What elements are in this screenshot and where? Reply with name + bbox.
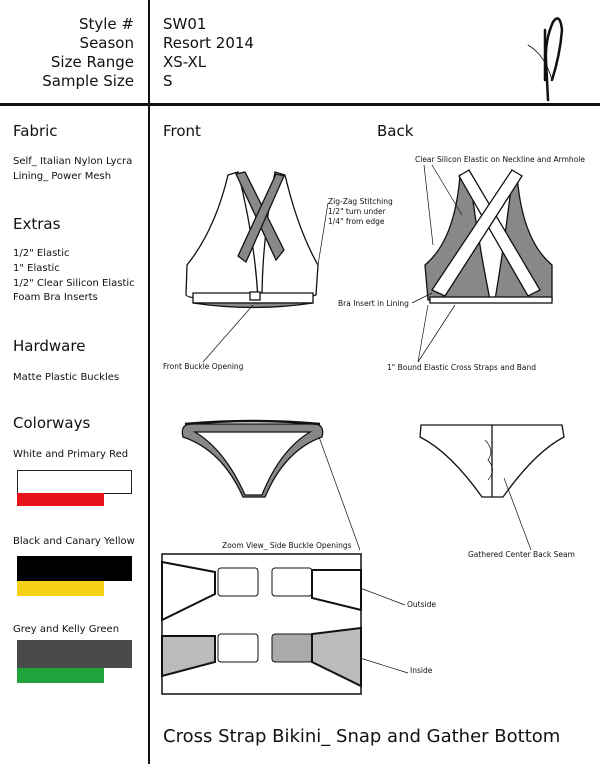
- size-range-value: XS-XL: [163, 53, 207, 71]
- document-title: Cross Strap Bikini_ Snap and Gather Bott…: [163, 726, 561, 747]
- note-line: 1/4" from edge: [328, 217, 385, 226]
- sample-size-label: Sample Size: [42, 72, 134, 90]
- outside-note: Outside: [407, 600, 436, 609]
- extras-item: 1/2" Clear Silicon Elastic: [13, 278, 135, 289]
- colorway-main-swatch: [17, 640, 132, 668]
- gathered-seam-note: Gathered Center Back Seam: [468, 550, 575, 559]
- clear-silicon-note: Clear Silicon Elastic on Neckline and Ar…: [415, 155, 585, 164]
- back-top-sketch: [424, 169, 553, 304]
- fabric-item: Self_ Italian Nylon Lycra: [13, 156, 133, 167]
- back-bottom-sketch: [419, 424, 565, 498]
- front-buckle-note: Front Buckle Opening: [163, 362, 244, 371]
- fabric-item: Lining_ Power Mesh: [13, 171, 112, 182]
- bound-elastic-note: 1" Bound Elastic Cross Straps and Band: [387, 363, 536, 372]
- style-value: SW01: [163, 15, 207, 33]
- style-label: Style #: [78, 15, 134, 33]
- colorway-accent-swatch: [17, 668, 104, 683]
- vertical-divider: [148, 0, 150, 764]
- extras-item: Foam Bra Inserts: [13, 292, 98, 303]
- colorways-heading: Colorways: [13, 414, 91, 432]
- fabric-heading: Fabric: [13, 122, 58, 140]
- colorway-name: Grey and Kelly Green: [13, 624, 120, 635]
- leader-lines: [202, 164, 532, 674]
- note-line: Zig-Zag Stitching: [328, 197, 393, 206]
- front-bottom-sketch: [181, 419, 324, 498]
- hardware-item: Matte Plastic Buckles: [13, 372, 120, 383]
- bra-insert-note: Bra Insert in Lining: [338, 299, 409, 308]
- hardware-heading: Hardware: [13, 337, 86, 355]
- colorway-accent-swatch: [17, 581, 104, 596]
- colorway-name: White and Primary Red: [13, 449, 129, 460]
- extras-item: 1" Elastic: [13, 263, 60, 274]
- colorway-main-swatch: [17, 556, 132, 581]
- zoom-view-box: [161, 553, 362, 695]
- season-value: Resort 2014: [163, 34, 254, 52]
- extras-item: 1/2" Elastic: [13, 248, 70, 259]
- season-label: Season: [79, 34, 134, 52]
- size-range-label: Size Range: [50, 53, 134, 71]
- colorway-accent-swatch: [17, 493, 104, 506]
- note-line: 1/2" turn under: [328, 207, 386, 216]
- extras-heading: Extras: [13, 215, 61, 233]
- zigzag-note: Zig-Zag Stitching 1/2" turn under 1/4" f…: [328, 197, 393, 227]
- front-view-label: Front: [163, 122, 201, 140]
- front-top-sketch: [185, 171, 319, 309]
- sample-size-value: S: [163, 72, 173, 90]
- colorway-name: Black and Canary Yellow: [13, 536, 135, 547]
- zoom-view-note: Zoom View_ Side Buckle Openings: [222, 541, 352, 550]
- colorway-main-swatch: [17, 470, 132, 494]
- inside-note: Inside: [410, 666, 433, 675]
- header-divider: [0, 103, 600, 106]
- signature-logo: [527, 17, 564, 102]
- back-view-label: Back: [377, 122, 414, 140]
